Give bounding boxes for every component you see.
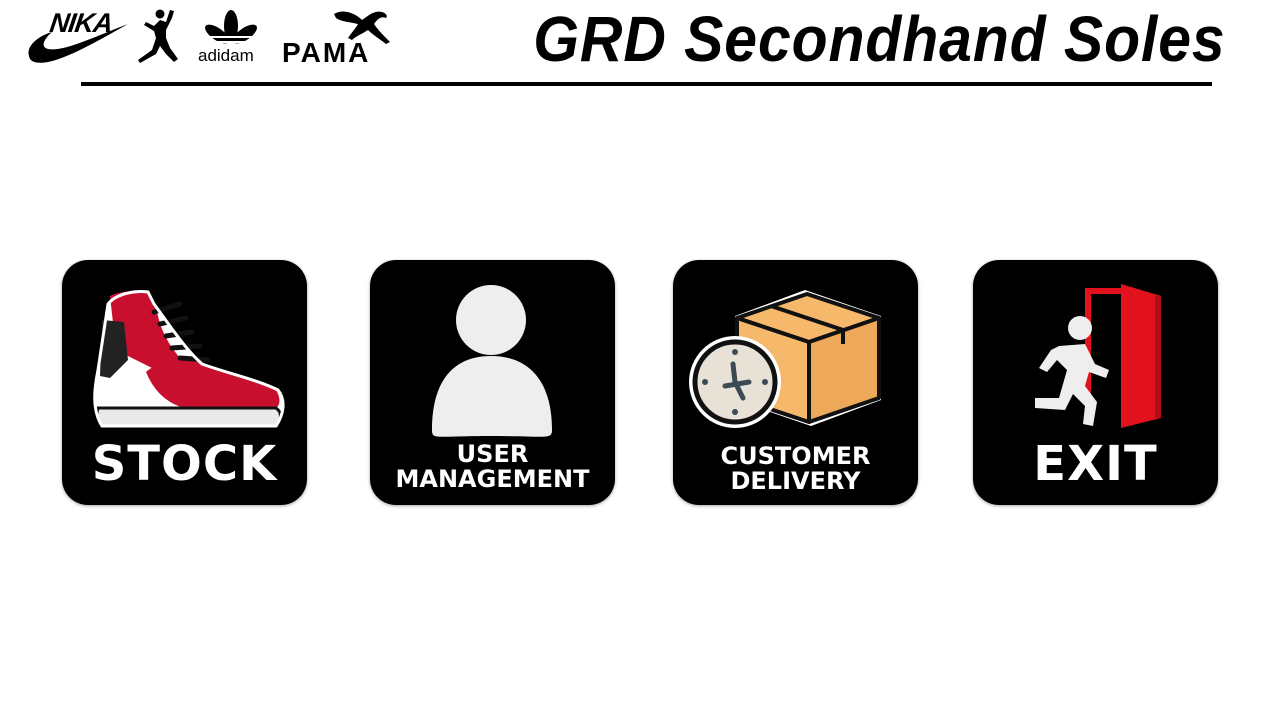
jumpman-logo-icon — [138, 9, 178, 63]
exit-door-icon — [1035, 284, 1161, 428]
adidam-logo-text: adidam — [198, 46, 254, 65]
trefoil-logo-icon — [202, 10, 260, 50]
jumpman-logo — [130, 8, 184, 66]
pama-logo: PAMA — [282, 6, 394, 68]
nika-logo: NIKA — [26, 6, 130, 66]
sneaker-icon — [93, 290, 285, 428]
adidam-logo: adidam — [198, 10, 264, 66]
app-title: GRD Secondhand Soles — [533, 3, 1226, 75]
customer-delivery-label-line1: CUSTOMER — [720, 442, 871, 470]
brand-logos: NIKA adidam PAMA — [26, 6, 396, 70]
stock-button[interactable]: STOCK — [62, 260, 307, 505]
user-management-label: USER MANAGEMENT — [370, 442, 615, 492]
stock-label: STOCK — [91, 436, 278, 492]
user-management-label-line2: MANAGEMENT — [395, 465, 590, 493]
puma-cat-logo-icon — [334, 11, 390, 45]
exit-button[interactable]: EXIT — [973, 260, 1218, 505]
exit-label: EXIT — [1033, 436, 1158, 492]
user-management-label-line1: USER — [456, 440, 529, 468]
user-icon — [432, 285, 552, 437]
delivery-box-clock-icon — [689, 290, 881, 428]
pama-logo-text: PAMA — [282, 37, 371, 68]
customer-delivery-button[interactable]: CUSTOMER DELIVERY — [673, 260, 918, 505]
header-divider — [81, 82, 1212, 86]
user-management-button[interactable]: USER MANAGEMENT — [370, 260, 615, 505]
swoosh-logo-icon — [28, 24, 129, 63]
customer-delivery-label-line2: DELIVERY — [730, 467, 861, 495]
customer-delivery-label: CUSTOMER DELIVERY — [673, 444, 918, 494]
